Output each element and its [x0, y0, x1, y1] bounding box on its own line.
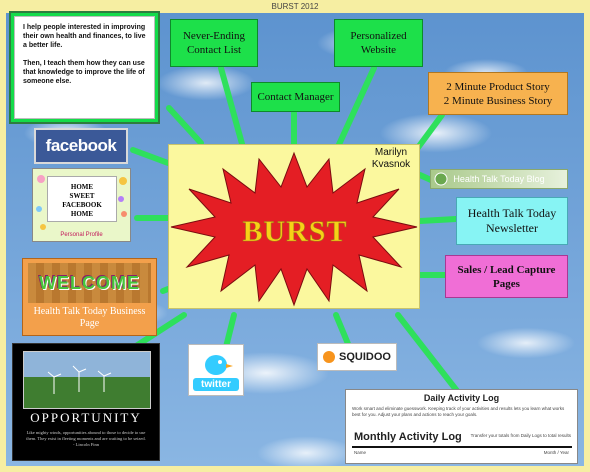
- connector-website: [333, 65, 377, 154]
- never-ending-contact-list-node: Never-Ending Contact List: [170, 19, 258, 67]
- blog-label: Health Talk Today Blog: [453, 174, 545, 184]
- connector-never-ending: [218, 65, 247, 154]
- personal-profile-card: HOME SWEET FACEBOOK HOME Personal Profil…: [32, 168, 131, 242]
- product-story-node: 2 Minute Product Story 2 Minute Business…: [428, 72, 568, 115]
- personal-profile-label: Personal Profile: [60, 232, 103, 238]
- newsletter-node: Health Talk Today Newsletter: [456, 197, 568, 245]
- blog-node: Health Talk Today Blog: [430, 169, 568, 189]
- contact-manager-node: Contact Manager: [251, 82, 340, 112]
- personalized-website-node: Personalized Website: [334, 19, 423, 67]
- twitter-logo: twitter: [188, 344, 244, 396]
- personalized-website-label: Personalized Website: [350, 30, 407, 56]
- burst-label: BURST: [242, 215, 347, 248]
- welcome-sign: WELCOME: [28, 263, 151, 303]
- newsletter-label: Health Talk Today Newsletter: [467, 206, 557, 235]
- never-ending-label: Never-Ending Contact List: [182, 30, 246, 56]
- twitter-wordmark: twitter: [193, 378, 239, 391]
- activity-log-divider: [352, 446, 572, 448]
- connector-facebook: [130, 147, 171, 166]
- business-page-card: WELCOME Health Talk Today Business Page: [22, 258, 157, 336]
- sales-label: Sales / Lead Capture Pages: [457, 263, 556, 290]
- opportunity-quote-text: Like mighty winds, opportunities abound …: [26, 430, 146, 441]
- squidoo-wordmark: SQUIDOO: [339, 351, 391, 363]
- activity-log-title: Daily Activity Log: [423, 393, 500, 403]
- business-page-label: Health Talk Today Business Page: [33, 306, 146, 329]
- activity-log-note: Transfer your totals from Daily Logs to …: [470, 433, 571, 438]
- facebook-logo: facebook: [34, 128, 128, 164]
- activity-log-card: Daily Activity Log Work smart and elimin…: [345, 389, 578, 464]
- business-story-label: 2 Minute Business Story: [443, 94, 553, 107]
- connector-intro: [166, 105, 204, 146]
- activity-log-description: Work smart and eliminate guesswork. Keep…: [352, 406, 565, 417]
- activity-log-month-label: Month / Year: [543, 450, 569, 455]
- intro-paragraph-2: Then, I teach them how they can use that…: [23, 60, 145, 85]
- butterfly-icons: [36, 175, 127, 230]
- welcome-text: WELCOME: [39, 272, 140, 293]
- wind-turbine-photo: [23, 351, 151, 409]
- activity-log-name-label: Name: [354, 450, 367, 455]
- home-sweet-facebook-home-sign: HOME SWEET FACEBOOK HOME: [47, 176, 117, 222]
- monthly-activity-log-title: Monthly Activity Log: [354, 431, 462, 443]
- connector-blog: [417, 172, 434, 183]
- home-line-3: FACEBOOK: [62, 201, 102, 209]
- intro-card: I help people interested in improving th…: [9, 11, 160, 124]
- connector-business-page: [160, 286, 171, 294]
- burst-star: [170, 151, 418, 307]
- intro-paragraph-1: I help people interested in improving th…: [23, 24, 146, 49]
- health-talk-logo-icon: [434, 172, 448, 186]
- opportunity-title: OPPORTUNITY: [30, 410, 142, 425]
- twitter-bird-icon: [205, 355, 233, 375]
- intro-text: I help people interested in improving th…: [14, 16, 155, 119]
- opportunity-quote: Like mighty winds, opportunities abound …: [25, 430, 147, 448]
- sales-lead-capture-node: Sales / Lead Capture Pages: [445, 255, 568, 298]
- squidoo-icon: [323, 351, 336, 363]
- burst-star-icon: BURST: [170, 151, 418, 307]
- home-line-2: SWEET: [69, 192, 95, 200]
- wind-turbine-icon: [47, 365, 112, 394]
- connector-newsletter: [417, 216, 459, 224]
- home-line-1: HOME: [70, 183, 94, 191]
- product-story-label: 2 Minute Product Story: [446, 80, 550, 93]
- author-name: Marilyn Kvasnok: [371, 147, 411, 170]
- contact-manager-label: Contact Manager: [257, 91, 334, 103]
- opportunity-quote-author: - Lincoln Finn: [73, 442, 99, 447]
- opportunity-poster: OPPORTUNITY Like mighty winds, opportuni…: [12, 343, 160, 461]
- window-title: BURST 2012: [271, 2, 319, 11]
- squidoo-logo: SQUIDOO: [317, 343, 397, 371]
- burst-center: BURST: [168, 144, 420, 309]
- home-line-4: HOME: [70, 210, 94, 218]
